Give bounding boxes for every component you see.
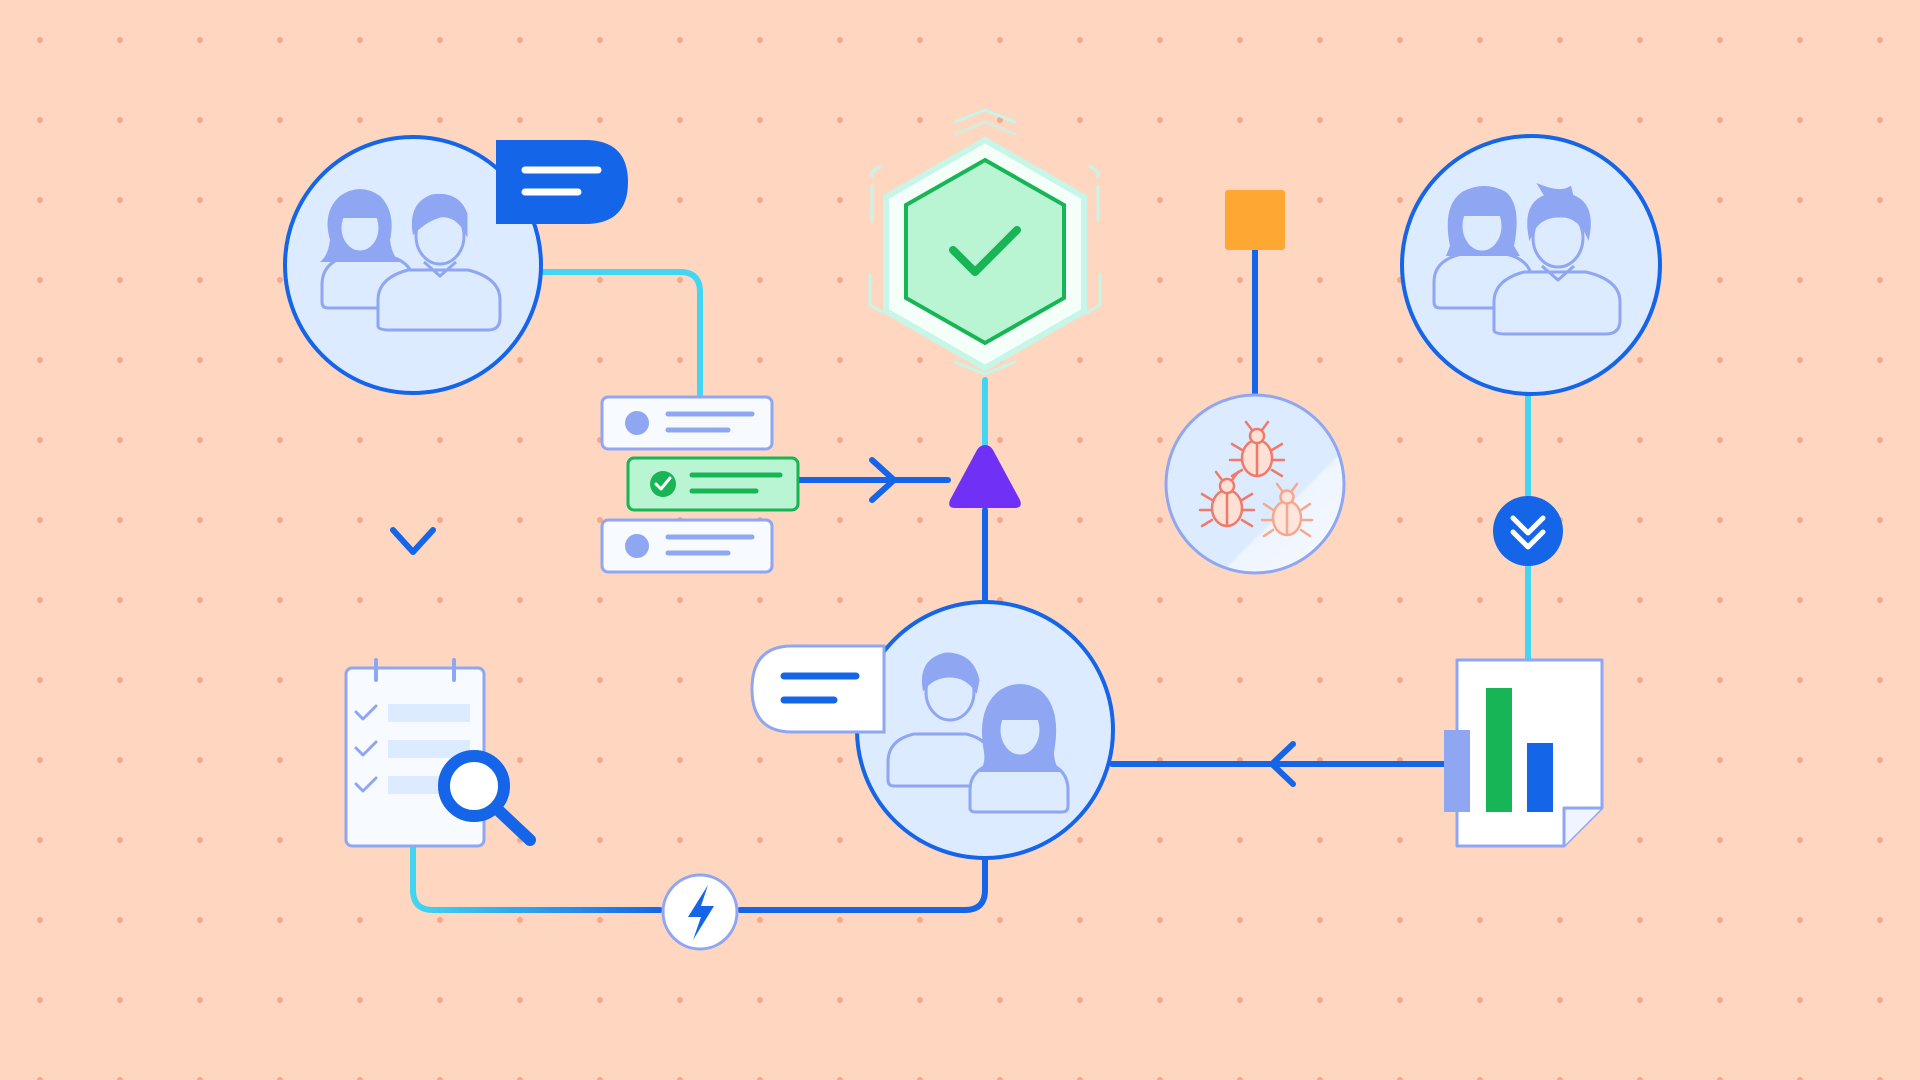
list-card-icon [600,518,774,574]
bar-chart-document-icon [1444,658,1604,848]
team-icon [1432,182,1622,336]
magnifier-icon [438,750,536,846]
arrow-left-icon [1269,741,1296,787]
bug-icon [1228,420,1286,478]
bug-icon [1260,482,1314,538]
square-node-icon [1225,190,1285,250]
arrow-down-icon [390,527,436,555]
chat-bubble-icon [750,644,886,734]
list-card-selected [626,456,800,512]
connector-lightning-team3 [737,855,988,913]
bug-icon [1198,470,1256,528]
team-node-top-right [1400,134,1662,396]
team-node-top-left [283,135,543,395]
arrow-right-icon [869,457,897,503]
lightning-icon [661,873,739,951]
bug-node [1164,393,1346,575]
connector-checklist-lightning [410,845,663,913]
connector-team1-list [537,269,703,401]
team-icon [886,652,1070,814]
team-icon [320,189,502,332]
triangle-icon [949,445,1021,508]
list-cards [600,395,800,574]
check-circle-icon [650,471,676,497]
list-card-icon [600,395,774,451]
chat-bubble-icon [496,140,628,224]
shield-check-icon [868,108,1102,376]
team-node-center [855,600,1115,860]
double-chevron-down-icon [1493,496,1563,566]
